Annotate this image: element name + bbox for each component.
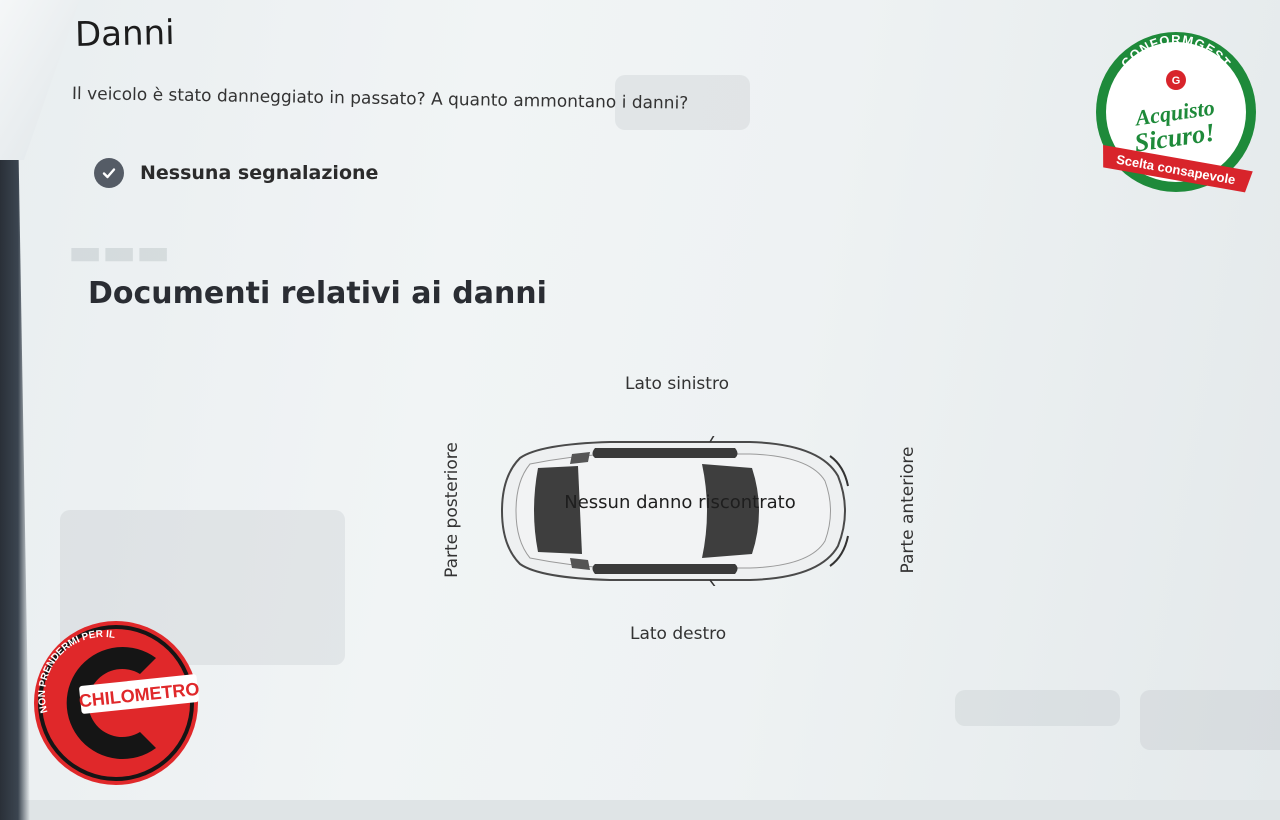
ghost-heading: ▬▬▬ xyxy=(68,232,171,273)
acquisto-sicuro-badge: CONFORMGEST G Acquisto Sicuro! Scelta co… xyxy=(1096,32,1256,193)
label-rear: Parte posteriore xyxy=(442,442,462,578)
ghost-box xyxy=(615,75,750,130)
label-front: Parte anteriore xyxy=(898,446,918,574)
damage-status-text: Nessuna segnalazione xyxy=(140,162,379,184)
svg-text:G: G xyxy=(1172,75,1181,87)
ghost-box xyxy=(1140,690,1280,750)
brand-logo-icon xyxy=(1166,70,1186,90)
no-damage-label: Nessun danno riscontrato xyxy=(564,492,796,513)
documents-title: Documenti relativi ai danni xyxy=(88,276,547,311)
page-background xyxy=(0,0,1280,800)
damage-title: Danni xyxy=(74,12,175,56)
car-damage-diagram: Lato sinistro Lato destro Parte posterio… xyxy=(430,360,930,660)
car-top-view-icon xyxy=(500,436,849,586)
damage-status-row: Nessuna segnalazione xyxy=(94,158,378,188)
ghost-box xyxy=(955,690,1120,726)
chilometro-badge: NON PRENDERMI PER IL CHILOMETRO xyxy=(34,621,200,785)
label-right-side: Lato destro xyxy=(630,624,727,644)
check-circle-icon xyxy=(94,158,124,188)
label-left-side: Lato sinistro xyxy=(625,374,729,394)
